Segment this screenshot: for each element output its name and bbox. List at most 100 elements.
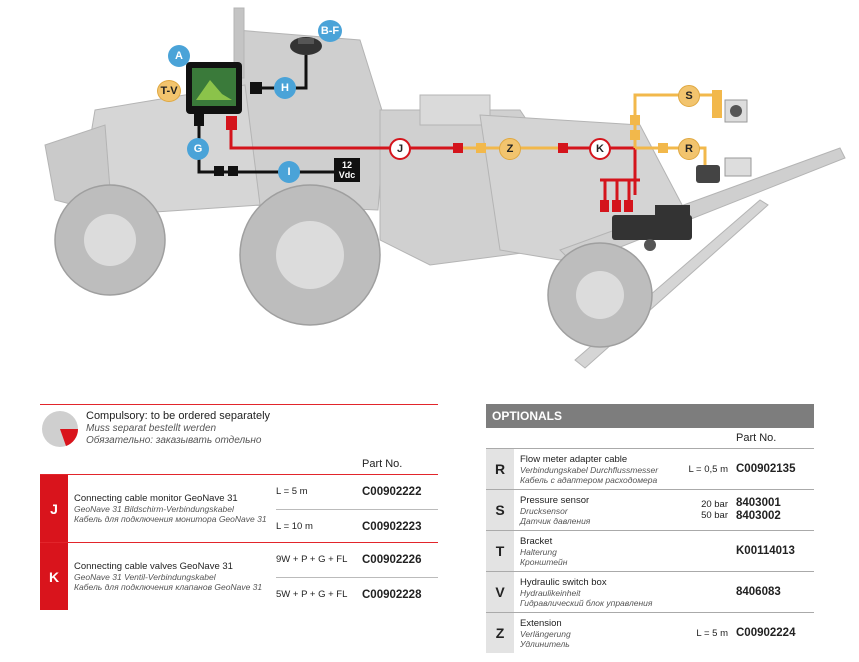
- label-z: Z: [499, 138, 521, 160]
- part-no: C00902135: [736, 462, 796, 475]
- label-j: J: [389, 138, 411, 160]
- label-h: H: [274, 77, 296, 99]
- variant: L = 5 m C00902222: [276, 475, 438, 509]
- desc-ru: Гидравлический блок управления: [520, 597, 653, 608]
- variant: L = 10 m C00902223: [276, 509, 438, 543]
- optionals-title: OPTIONALS: [486, 404, 814, 428]
- tractor-wiring-diagram: A B-F T-V H G I J Z K S R 12 Vdc: [44, 7, 846, 369]
- label-i: I: [278, 161, 300, 183]
- desc-en: Connecting cable monitor GeoNave 31: [74, 493, 238, 504]
- power-12vdc-badge: 12 Vdc: [334, 158, 360, 182]
- row-part-nos: C00902135: [736, 449, 795, 489]
- row-variants: 9W + P + G + FL C00902226 5W + P + G + FL C…: [276, 543, 438, 610]
- spec-line: 20 bar: [701, 499, 728, 510]
- variant: 9W + P + G + FL C00902226: [276, 543, 438, 577]
- variant-spec: 9W + P + G + FL: [276, 554, 348, 565]
- part-no: 8403002: [736, 510, 781, 522]
- desc-ru: Кронштейн: [520, 556, 568, 567]
- row-letter: V: [486, 572, 514, 612]
- desc-en: Hydraulic switch box: [520, 576, 607, 588]
- label-g: G: [187, 138, 209, 160]
- optionals-partno-header: Part No.: [736, 432, 777, 444]
- desc-ru: Кабель для подключения клапанов GeoNave …: [74, 582, 263, 592]
- label-a: A: [168, 45, 190, 67]
- part-no: K00114013: [736, 544, 795, 557]
- variant-part-no: C00902228: [362, 589, 422, 601]
- legend-de: Muss separat bestellt werden: [86, 423, 217, 434]
- tractor-illustration: [44, 7, 846, 369]
- variant-part-no: C00902223: [362, 521, 422, 533]
- row-part-nos: C00902224: [736, 613, 795, 653]
- spec-line: 50 bar: [701, 510, 728, 521]
- variant-spec: L = 5 m: [276, 486, 308, 497]
- desc-de: Verlängerung: [520, 628, 571, 639]
- desc-en: Pressure sensor: [520, 494, 590, 506]
- desc-en: Connecting cable valves GeoNave 31: [74, 561, 233, 572]
- compulsory-legend: Compulsory: to be ordered separately Mus…: [40, 404, 438, 448]
- variant-spec: L = 10 m: [276, 521, 313, 532]
- legend-en: Compulsory: to be ordered separately: [86, 410, 271, 422]
- row-part-nos: 8406083: [736, 572, 781, 612]
- desc-ru: Датчик давления: [520, 515, 591, 526]
- desc-de: Drucksensor: [520, 505, 568, 516]
- legend-ru: Обязательно: заказывать отдельно: [86, 435, 262, 446]
- label-k: K: [589, 138, 611, 160]
- variant: 5W + P + G + FL C00902228: [276, 577, 438, 611]
- compulsory-pie-icon: [42, 411, 79, 447]
- power-voltage: 12: [341, 160, 352, 170]
- variant-part-no: C00902226: [362, 554, 422, 566]
- desc-ru: Кабель для подключения монитора GeoNave …: [74, 514, 267, 524]
- desc-de: Hydraulikeinheit: [520, 587, 581, 598]
- desc-en: Extension: [520, 617, 562, 629]
- row-spec: L = 0,5 m: [688, 449, 728, 489]
- variant-part-no: C00902222: [362, 486, 422, 498]
- label-b-f: B-F: [318, 20, 342, 42]
- row-letter: R: [486, 449, 514, 489]
- part-no: 8403001: [736, 497, 781, 509]
- desc-ru: Удлинитель: [520, 638, 570, 649]
- desc-en: Flow meter adapter cable: [520, 453, 628, 465]
- row-part-nos: K00114013: [736, 531, 795, 571]
- desc-ru: Кабель с адаптером расходомера: [520, 474, 658, 485]
- row-spec: L = 5 m: [696, 613, 728, 653]
- spec-line: L = 0,5 m: [688, 463, 728, 475]
- desc-de: GeoNave 31 Bildschirm-Verbindungskabel: [74, 504, 234, 514]
- part-no: 8406083: [736, 585, 781, 598]
- power-unit: Vdc: [338, 170, 356, 180]
- desc-en: Bracket: [520, 535, 553, 547]
- row-letter: T: [486, 531, 514, 571]
- desc-de: Verbindungskabel Durchflussmesser: [520, 464, 659, 475]
- part-no: C00902224: [736, 626, 796, 639]
- desc-de: Halterung: [520, 546, 557, 557]
- row-variants: L = 5 m C00902222 L = 10 m C00902223: [276, 475, 438, 542]
- row-letter: J: [40, 475, 68, 542]
- label-r: R: [678, 138, 700, 160]
- compulsory-section: Compulsory: to be ordered separately Mus…: [40, 404, 438, 610]
- row-letter: S: [486, 490, 514, 530]
- spec-line: L = 5 m: [696, 627, 728, 639]
- compulsory-partno-header: Part No.: [362, 458, 403, 470]
- variant-spec: 5W + P + G + FL: [276, 589, 348, 600]
- row-letter: K: [40, 543, 68, 610]
- label-t-v: T-V: [157, 80, 181, 102]
- row-letter: Z: [486, 613, 514, 653]
- desc-de: GeoNave 31 Ventil-Verbindungskabel: [74, 572, 216, 582]
